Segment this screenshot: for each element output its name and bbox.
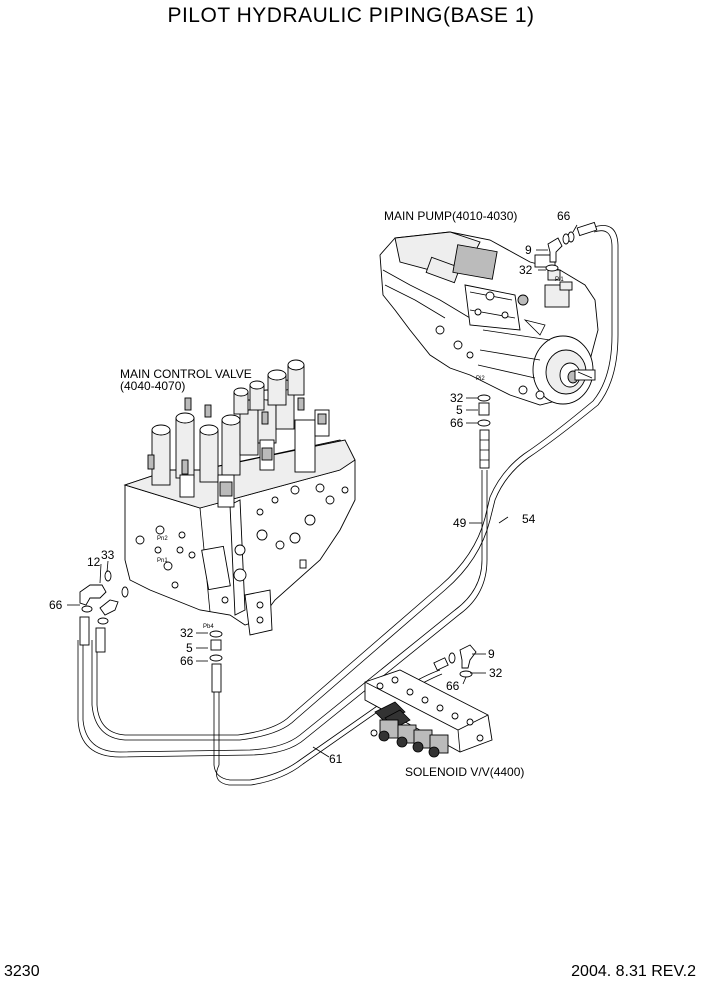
pb4-fittings (209, 630, 223, 693)
hose-49 (77, 470, 488, 758)
port-label-pi2: Pi2 (476, 376, 485, 382)
pump-fittings (545, 221, 598, 272)
callout-pi2-66: 66 (450, 416, 464, 430)
callout-pb4-32: 32 (180, 626, 194, 640)
callout-mcv-33: 33 (101, 548, 115, 562)
main-pump-label: MAIN PUMP(4010-4030) (384, 209, 517, 223)
callout-pi2-5: 5 (456, 403, 463, 417)
main-control-valve-label-range: (4040-4070) (120, 379, 185, 393)
revision-date: 2004. 8.31 REV.2 (571, 963, 696, 980)
port-label-pn1: Pn1 (157, 558, 168, 564)
port-label-pi1: Pi1 (555, 277, 564, 283)
main-pump (379, 231, 599, 406)
page-title: PILOT HYDRAULIC PIPING(BASE 1) (167, 4, 535, 27)
callout-pb4-5: 5 (186, 641, 193, 655)
solenoid-fittings (433, 644, 477, 678)
callout-hose-49: 49 (453, 516, 467, 530)
callout-pi2-32: 32 (450, 391, 464, 405)
main-control-valve-label: MAIN CONTROL VALVE (120, 367, 252, 381)
callout-pump-32: 32 (519, 263, 533, 277)
port-label-pn2: Pn2 (157, 536, 168, 542)
leader-lines (67, 224, 578, 758)
hose-54 (91, 225, 619, 741)
port-label-pb4: Pb4 (203, 624, 214, 630)
callout-sol-32: 32 (489, 666, 503, 680)
mcv-left-fittings (79, 570, 129, 653)
solenoid-valve-label: SOLENOID V/V(4400) (405, 765, 524, 779)
solenoid-valve (364, 669, 493, 758)
page-number: 3230 (4, 963, 40, 980)
callout-sol-66: 66 (446, 679, 460, 693)
pi2-fittings (477, 394, 491, 469)
main-control-valve (123, 359, 356, 636)
callout-sol-9: 9 (488, 647, 495, 661)
callout-pump-66: 66 (557, 209, 571, 223)
callout-mcv-66: 66 (49, 598, 63, 612)
callout-pump-9: 9 (525, 243, 532, 257)
callout-hose-54: 54 (522, 512, 536, 526)
callout-hose-61: 61 (329, 752, 343, 766)
callout-pb4-66: 66 (180, 654, 194, 668)
callout-mcv-12: 12 (87, 555, 101, 569)
